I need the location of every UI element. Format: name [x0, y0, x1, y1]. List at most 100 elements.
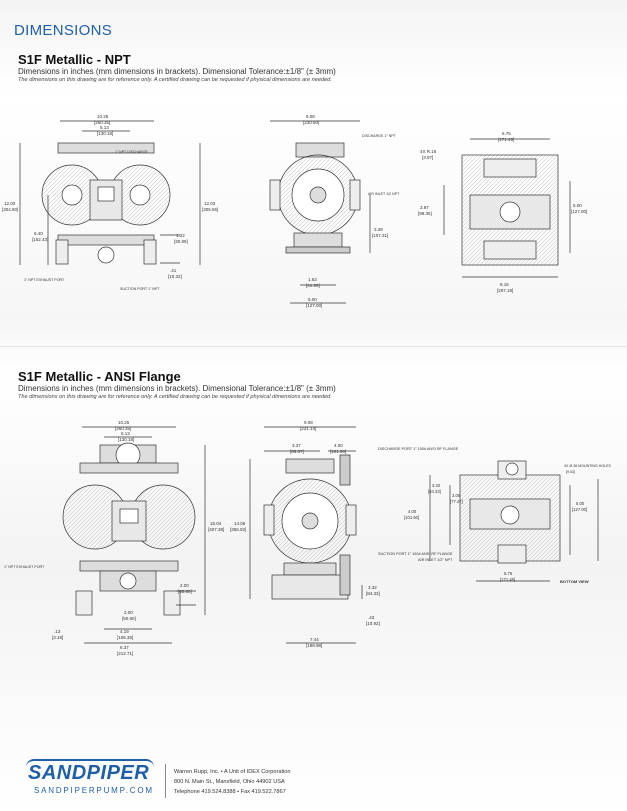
- ansi-side-width-mm: [231.14]: [300, 426, 316, 431]
- ansi-front-e: .13: [54, 629, 61, 634]
- npt-front-height-l: 12.00: [4, 201, 16, 206]
- npt-section-subtitle: Dimensions in inches (mm dimensions in b…: [18, 67, 336, 76]
- npt-side-base1: 1.63: [308, 277, 317, 282]
- npt-side-air: AIR INLET 1/2 NPT: [368, 192, 400, 196]
- ansi-front-c-mm: [106.35]: [117, 635, 133, 640]
- ansi-bot-e: 6.75: [504, 571, 513, 576]
- ansi-front-a: 2.00: [180, 583, 189, 588]
- ansi-exhaust-label: 1" NPT EXHAUST PORT: [4, 565, 45, 569]
- ansi-front-width-mm: [260.35]: [115, 426, 131, 431]
- npt-bot-width: 6.75: [502, 131, 511, 136]
- ansi-side-d: .43: [368, 615, 375, 620]
- ansi-side-c-mm: [84.33]: [366, 591, 380, 596]
- npt-section-note: The dimensions on this drawing are for r…: [18, 77, 332, 83]
- npt-drawings: 10.25 [260.35] 5.13 [130.18] 1" NPT DISC…: [2, 114, 587, 308]
- ansi-front-b-mm: [50.80]: [122, 616, 136, 621]
- npt-front-view: [19, 120, 201, 265]
- npt-suction-label: SUCTION PORT 1" NPT: [120, 287, 160, 291]
- ansi-bot-c-mm: [101.60]: [404, 515, 419, 520]
- ansi-bot-d: 5.00: [576, 501, 585, 506]
- section-divider: [0, 346, 627, 347]
- phone-line: Telephone 419.524.8388 • Fax 419.522.786…: [174, 789, 286, 795]
- page-title: DIMENSIONS: [14, 22, 113, 39]
- ansi-front-inner-mm: [130.18]: [118, 437, 134, 442]
- ansi-front-c: 4.19: [120, 629, 129, 634]
- ansi-front-d-mm: [212.71]: [117, 651, 133, 656]
- npt-discharge-top: 1" NPT DISCHARGE: [115, 150, 149, 154]
- npt-front-width: 10.25: [97, 114, 109, 119]
- ansi-side-height-mm: [356.92]: [230, 527, 246, 532]
- ansi-front-height-mm: [407.38]: [208, 527, 224, 532]
- ansi-front-a-mm: [50.80]: [178, 589, 192, 594]
- npt-bot-l: 3.87: [420, 205, 429, 210]
- ansi-section-title: S1F Metallic - ANSI Flange: [18, 369, 181, 384]
- npt-section-title: S1F Metallic - NPT: [18, 52, 131, 67]
- npt-front-base-mm: [30.99]: [174, 239, 188, 244]
- sandpiper-logo: SANDPIPER: [28, 762, 150, 784]
- website-url[interactable]: SANDPIPERPUMP.COM: [34, 786, 154, 795]
- ansi-side-b: 4.00: [334, 443, 343, 448]
- ansi-side-view: [249, 426, 363, 644]
- npt-bot-r2-mm: [127.00]: [571, 209, 587, 214]
- ansi-bot-mount-mm: [9.53]: [566, 470, 575, 474]
- ansi-front-width: 10.25: [118, 420, 130, 425]
- npt-bottom-view: [443, 138, 571, 278]
- npt-side-discharge: DISCHARGE 1" NPT: [362, 134, 397, 138]
- npt-bot-base-mm: [207.19]: [497, 288, 513, 293]
- ansi-front-d: 8.37: [120, 645, 129, 650]
- ansi-side-e: 7.44: [310, 637, 319, 642]
- ansi-suction: SUCTION PORT 1" 150# ANSI RF FLANGE: [378, 552, 453, 556]
- ansi-side-c: 3.32: [368, 585, 377, 590]
- ansi-bot-a: 3.32: [432, 483, 441, 488]
- npt-bot-width-mm: [171.45]: [498, 137, 514, 142]
- npt-bot-r-mm: [3.97]: [422, 155, 433, 160]
- company-line: Warren Rupp, Inc. • A Unit of IDEX Corpo…: [174, 769, 291, 775]
- logo-swoosh: [26, 759, 154, 767]
- npt-side-base2-mm: [127.00]: [306, 303, 322, 308]
- npt-side-view: [269, 120, 371, 304]
- npt-front-foot-mm: [10.32]: [168, 274, 182, 279]
- ansi-bot-b: 3.05: [452, 493, 461, 498]
- ansi-drawings: 10.25 [260.35] 5.13 [130.18] 16.04 [407.…: [4, 420, 612, 656]
- address-line: 800 N. Main St., Mansfield, Ohio 44902 U…: [174, 779, 285, 785]
- ansi-front-view: [62, 426, 206, 644]
- ansi-bot-mount: 4X Ø.38 MOUNTING HOLES: [564, 464, 612, 468]
- npt-side-width: 9.08: [306, 114, 315, 119]
- npt-front-inner: 5.13: [100, 125, 109, 130]
- ansi-side-d-mm: [10.92]: [366, 621, 380, 626]
- npt-side-h-mm: [107.31]: [372, 233, 388, 238]
- ansi-side-a-mm: [85.57]: [290, 449, 304, 454]
- ansi-side-width: 9.08: [304, 420, 313, 425]
- ansi-front-height: 16.04: [210, 521, 222, 526]
- ansi-bot-a-mm: [84.33]: [428, 489, 441, 494]
- ansi-front-e-mm: [3.18]: [52, 635, 63, 640]
- npt-exhaust-label: 1" NPT EXHAUST PORT: [24, 278, 65, 282]
- ansi-bottom-view-label: BOTTOM VIEW: [560, 579, 589, 584]
- ansi-section-subtitle: Dimensions in inches (mm dimensions in b…: [18, 384, 336, 393]
- npt-front-inner-mm: [130.18]: [97, 131, 113, 136]
- ansi-side-b-mm: [101.60]: [330, 449, 346, 454]
- npt-bot-base: 8.16: [500, 282, 509, 287]
- ansi-bot-b-mm: [77.47]: [450, 499, 463, 504]
- ansi-section-note: The dimensions on this drawing are for r…: [18, 394, 332, 400]
- npt-front-mid-mm: [162.43]: [32, 237, 48, 242]
- ansi-bot-d-mm: [127.00]: [572, 507, 587, 512]
- npt-front-base: 1.22: [176, 233, 185, 238]
- npt-bot-r2: 5.00: [573, 203, 582, 208]
- npt-side-base1-mm: [41.28]: [306, 283, 320, 288]
- npt-front-width-mm: [260.35]: [94, 120, 110, 125]
- npt-side-width-mm: [230.60]: [303, 120, 319, 125]
- npt-side-h: 3.39: [374, 227, 383, 232]
- ansi-discharge: DISCHARGE PORT 1" 150# ANSI RF FLANGE: [378, 447, 459, 451]
- npt-front-foot: .41: [170, 268, 177, 273]
- npt-bot-r: 4X R.16: [420, 149, 437, 154]
- ansi-bot-e-mm: [171.45]: [500, 577, 515, 582]
- ansi-side-e-mm: [188.98]: [306, 643, 322, 648]
- npt-front-height-r-mm: [305.56]: [202, 207, 218, 212]
- ansi-bottom-view: [429, 460, 599, 582]
- npt-front-height-l-mm: [304.80]: [2, 207, 18, 212]
- npt-front-height-r: 12.03: [204, 201, 216, 206]
- ansi-air-inlet: AIR INLET 1/2" NPT: [418, 558, 453, 562]
- ansi-front-b: 2.00: [124, 610, 133, 615]
